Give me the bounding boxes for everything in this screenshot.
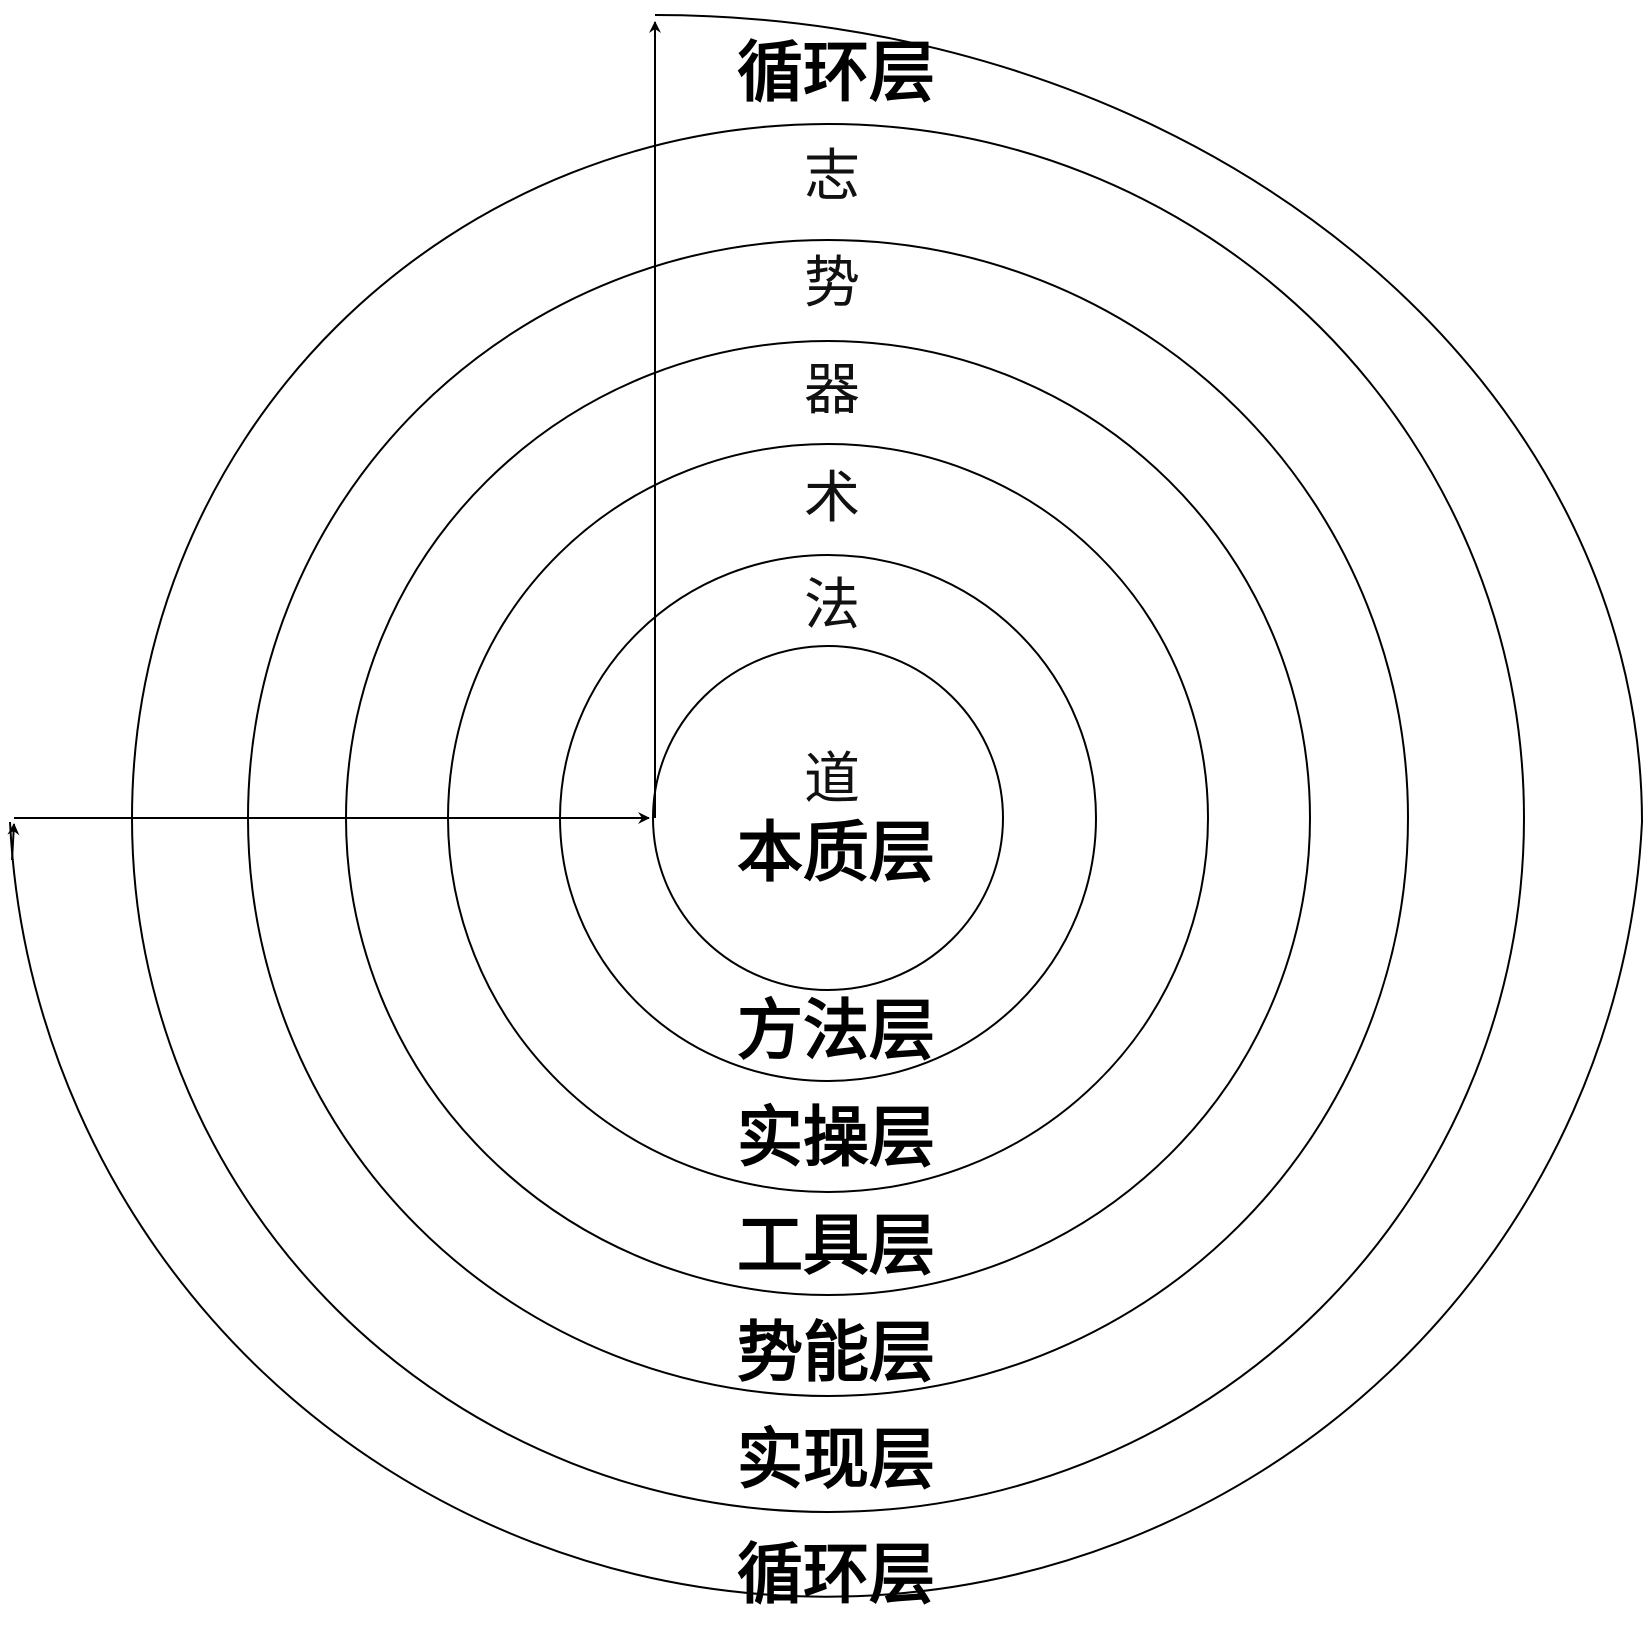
label-dao: 道 bbox=[804, 747, 860, 812]
label-essence-layer: 本质层 bbox=[737, 813, 935, 891]
label-fa: 法 bbox=[804, 573, 860, 638]
left-up-arrow bbox=[7, 823, 20, 861]
label-bottom-cycle: 循环层 bbox=[737, 1535, 935, 1613]
label-realization-layer: 实现层 bbox=[737, 1420, 935, 1498]
label-potential-layer: 势能层 bbox=[737, 1313, 935, 1391]
label-practice-layer: 实操层 bbox=[737, 1098, 935, 1176]
label-top-cycle: 循环层 bbox=[737, 33, 935, 111]
ring-dao bbox=[652, 645, 1004, 991]
label-shu: 术 bbox=[804, 466, 860, 531]
label-tool-layer: 工具层 bbox=[737, 1206, 935, 1284]
label-method-layer: 方法层 bbox=[737, 991, 935, 1069]
label-zhi: 志 bbox=[804, 144, 860, 209]
label-qi: 器 bbox=[804, 358, 860, 423]
label-shi: 势 bbox=[804, 251, 860, 316]
outer-spiral-arc bbox=[9, 14, 1644, 1598]
